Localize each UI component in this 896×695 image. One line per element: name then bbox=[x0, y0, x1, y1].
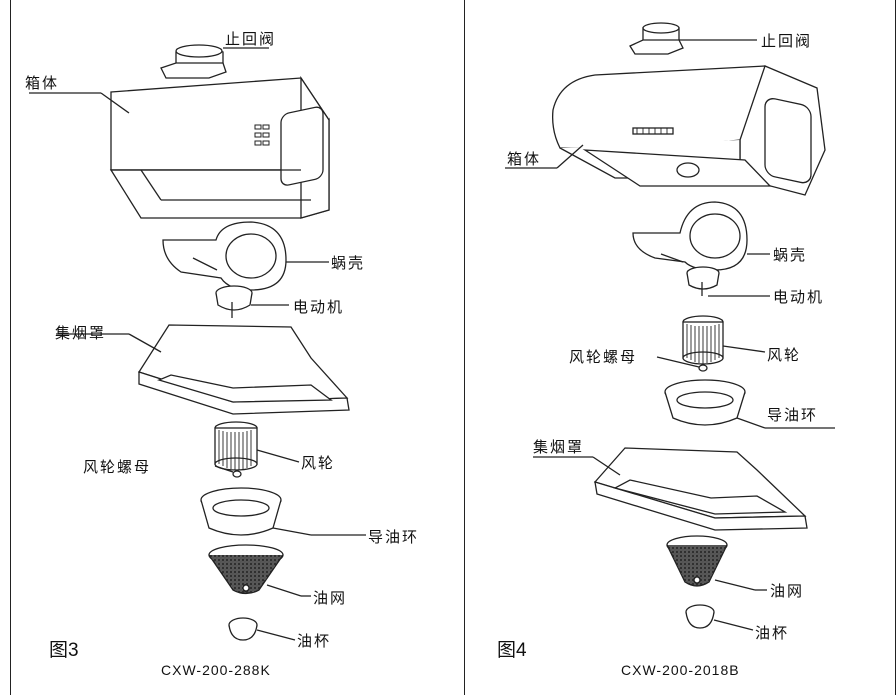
oil-ring-part bbox=[664, 379, 835, 429]
oil-cup-part bbox=[685, 604, 754, 631]
oil-net-part bbox=[208, 544, 311, 597]
label-smoke-hood: 集烟罩 bbox=[55, 324, 107, 342]
smoke-hood-part bbox=[533, 447, 808, 531]
volute-part bbox=[162, 221, 329, 291]
oil-ring-part bbox=[200, 487, 366, 536]
label-oil-ring: 导油环 bbox=[368, 528, 420, 546]
label-housing: 箱体 bbox=[25, 74, 60, 92]
label-smoke-hood: 集烟罩 bbox=[533, 438, 585, 456]
smoke-hood-part bbox=[56, 324, 350, 415]
fan-wheel-part bbox=[656, 315, 766, 372]
label-volute: 蜗壳 bbox=[773, 246, 808, 264]
label-motor: 电动机 bbox=[773, 288, 825, 306]
label-oil-cup: 油杯 bbox=[297, 632, 332, 650]
check-valve-part bbox=[629, 22, 757, 55]
motor-part bbox=[215, 285, 289, 318]
figure-number: 图3 bbox=[49, 640, 79, 661]
oil-net-part bbox=[666, 535, 767, 591]
diagram-panel-fig4: 止回阀 箱体 蜗壳 电动机 风轮 风轮螺母 导油环 集烟罩 油网 油杯 图4 C… bbox=[465, 0, 896, 695]
label-fan-nut: 风轮螺母 bbox=[83, 458, 152, 476]
fan-wheel-part bbox=[214, 421, 300, 478]
label-oil-net: 油网 bbox=[770, 582, 805, 600]
model-number: CXW-200-288K bbox=[161, 662, 271, 678]
exploded-view-fig4 bbox=[505, 22, 835, 631]
label-oil-net: 油网 bbox=[313, 589, 348, 607]
oil-cup-part bbox=[228, 617, 296, 641]
housing-part bbox=[29, 75, 330, 219]
model-number: CXW-200-2018B bbox=[621, 662, 740, 678]
housing-part bbox=[505, 65, 826, 196]
diagram-panel-fig3: 止回阀 箱体 蜗壳 电动机 集烟罩 风轮螺母 风轮 导油环 油网 油杯 图3 C… bbox=[10, 0, 465, 695]
exploded-view-fig3 bbox=[29, 44, 366, 641]
check-valve-part bbox=[160, 44, 269, 79]
motor-part bbox=[686, 266, 770, 297]
figure-number: 图4 bbox=[497, 640, 527, 661]
label-check-valve: 止回阀 bbox=[225, 30, 277, 48]
label-check-valve: 止回阀 bbox=[761, 32, 813, 50]
label-housing: 箱体 bbox=[507, 150, 542, 168]
label-fan-nut: 风轮螺母 bbox=[569, 348, 638, 366]
label-fan-wheel: 风轮 bbox=[767, 346, 802, 364]
label-motor: 电动机 bbox=[293, 298, 345, 316]
volute-part bbox=[632, 201, 770, 271]
label-volute: 蜗壳 bbox=[331, 254, 366, 272]
label-oil-ring: 导油环 bbox=[767, 406, 819, 424]
label-fan-wheel: 风轮 bbox=[301, 454, 336, 472]
label-oil-cup: 油杯 bbox=[755, 624, 790, 642]
